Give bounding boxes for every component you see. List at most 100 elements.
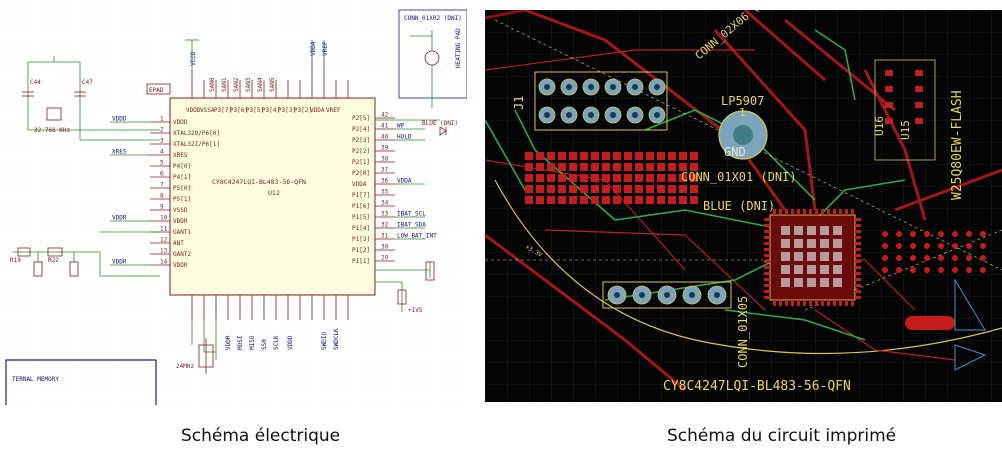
smd-pad xyxy=(569,185,577,193)
schematic-panel: CY8C4247LQI-BL483-56-QFN U12 EPAD VCCD V… xyxy=(0,0,467,405)
left-pin-number: 10 xyxy=(160,215,168,222)
smd-pad xyxy=(591,174,599,182)
smd-pad xyxy=(624,185,632,193)
right-pin-number: 31 xyxy=(381,233,389,240)
right-net-label: HOLD xyxy=(397,134,412,141)
right-net-label: IBAT_SDA xyxy=(397,222,426,229)
right-pin-name: P1[3] xyxy=(352,236,370,243)
left-net-label: XRES xyxy=(112,149,127,156)
smd-pad xyxy=(646,185,654,193)
qfn-thermal-pad xyxy=(794,239,803,248)
smd-pad-grid xyxy=(525,152,698,204)
blue-dni-label: BLUE (DNI) xyxy=(703,199,775,213)
smd-pad xyxy=(602,163,610,171)
smd-pad xyxy=(690,152,698,160)
plus-1v5: +1V5 xyxy=(408,307,423,314)
smd-pad xyxy=(624,163,632,171)
svg-text:P3[4]: P3[4] xyxy=(262,107,280,114)
qfn-thermal-pad xyxy=(807,239,816,248)
mcu-chip-ref: U12 xyxy=(268,189,280,197)
smd-pad xyxy=(657,185,665,193)
conn-01x05-label: CONN_01X05 xyxy=(736,296,750,368)
right-pin-number: 30 xyxy=(381,244,389,251)
svg-text:VDDD: VDDD xyxy=(186,107,201,114)
right-net-label: WP xyxy=(397,123,405,130)
right-pin-number: 33 xyxy=(381,211,389,218)
left-pin-number: 13 xyxy=(160,248,168,255)
smd-pad xyxy=(613,163,621,171)
smd-pad xyxy=(602,152,610,160)
left-pin-name: XTAL32O/P6[0] xyxy=(173,130,220,137)
smd-pad xyxy=(646,152,654,160)
bottom-net-label: SWDIO xyxy=(321,332,328,350)
pcb-panel: J1 1 GND LP5907 W25Q80EW-FLASH U15 U16 C… xyxy=(485,10,1002,402)
crystal-32k-label: 32.768 KHz xyxy=(34,127,71,134)
right-pin-name: P1[4] xyxy=(352,225,370,232)
right-pin-name: P1[2] xyxy=(352,247,370,254)
regulator-label: LP5907 xyxy=(721,94,764,108)
left-pin-number: 8 xyxy=(160,193,164,200)
smd-pad xyxy=(569,163,577,171)
left-pin-name: P4[1] xyxy=(173,174,191,181)
smd-pad xyxy=(580,152,588,160)
svg-text:SAN4: SAN4 xyxy=(257,77,264,92)
right-pin-number: 37 xyxy=(381,167,389,174)
svg-text:P3[2]: P3[2] xyxy=(294,107,312,114)
right-net-label: LOW_BAT_INT xyxy=(397,233,437,240)
smd-pad xyxy=(635,152,643,160)
smd-pad xyxy=(646,174,654,182)
net-vdda-top: VDDA xyxy=(310,41,317,56)
left-pin-name: P5[0] xyxy=(173,185,191,192)
pcb-chip-label: CY8C4247LQI-BL483-56-QFN xyxy=(663,379,851,394)
left-pin-name: VSSD xyxy=(173,207,188,214)
smd-pad xyxy=(613,152,621,160)
qfn-thermal-pad xyxy=(820,265,829,274)
right-net-label: IBAT_SCL xyxy=(397,211,426,218)
net-vccd: VCCD xyxy=(190,51,197,66)
svg-text:SAN3: SAN3 xyxy=(245,77,252,92)
svg-text:EPAD: EPAD xyxy=(149,87,164,94)
smd-pad xyxy=(536,174,544,182)
smd-pad xyxy=(624,174,632,182)
smd-pad xyxy=(525,152,533,160)
schematic-caption: Schéma électrique xyxy=(181,426,341,446)
right-pin-name: P2[4] xyxy=(352,126,370,133)
smd-pad xyxy=(668,196,676,204)
bottom-net-label: SCLK xyxy=(273,335,280,350)
smd-pad xyxy=(657,152,665,160)
crystal-24mhz-label: 24MHz xyxy=(176,363,194,370)
external-memory-box xyxy=(5,359,157,405)
svg-text:P3[6]: P3[6] xyxy=(230,107,248,114)
right-pin-number: 36 xyxy=(381,178,389,185)
qfn-thermal-pad xyxy=(833,278,842,287)
conn-label-sch: CONN_01X02 (DNI) xyxy=(404,15,462,22)
bottom-net-label: VDDD xyxy=(287,335,294,350)
svg-text:SAN0: SAN0 xyxy=(209,77,216,92)
smd-pad xyxy=(525,196,533,204)
smd-pad xyxy=(657,196,665,204)
j1-label: J1 xyxy=(512,96,526,110)
qfn-thermal-pad xyxy=(781,239,790,248)
left-pin-name: VDDD xyxy=(173,119,188,126)
right-pin-name: VDDA xyxy=(352,181,367,188)
right-pin-name: P2[1] xyxy=(352,159,370,166)
right-pin-number: 29 xyxy=(381,255,389,262)
qfn-thermal-pad xyxy=(820,226,829,235)
right-pin-name: P2[3] xyxy=(352,137,370,144)
smd-pad xyxy=(536,196,544,204)
right-pin-group: 42P2[5]41P2[4]WP40P2[3]HOLD39P2[2]38P2[1… xyxy=(352,112,437,266)
smd-pad xyxy=(591,185,599,193)
qfn-thermal-pad xyxy=(781,265,790,274)
conn-01x01-label: CONN_01X01 (DNI) xyxy=(681,170,797,184)
mcu-chip-body xyxy=(169,97,376,296)
right-pin-number: 39 xyxy=(381,145,389,152)
left-pin-number: 1 xyxy=(160,116,164,123)
left-pin-number: 5 xyxy=(160,160,164,167)
left-pin-name: GANT1 xyxy=(173,229,191,236)
left-pin-name: GANT2 xyxy=(173,251,191,258)
smd-pad xyxy=(690,174,698,182)
right-pin-number: 41 xyxy=(381,123,389,130)
svg-text:SAN1: SAN1 xyxy=(221,77,228,92)
smd-pad xyxy=(679,163,687,171)
